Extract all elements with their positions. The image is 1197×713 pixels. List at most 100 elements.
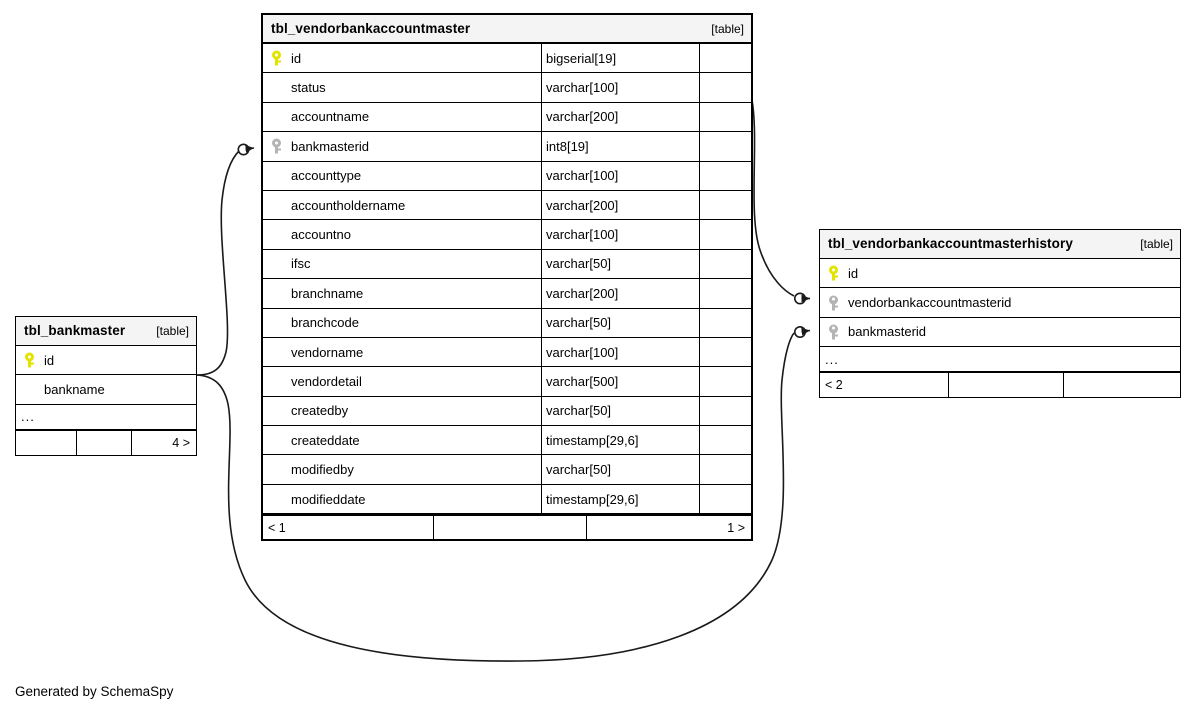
column-name: accounttype <box>291 168 362 184</box>
table-tbl_vendorbankaccountmaster[interactable]: tbl_vendorbankaccountmaster [table] id b… <box>261 13 753 542</box>
table-row[interactable]: createdby varchar[50] <box>263 396 751 427</box>
column-name-cell: bankname <box>16 375 196 403</box>
column-type: varchar[100] <box>541 73 699 102</box>
column-type: varchar[50] <box>541 249 699 279</box>
table-title: tbl_vendorbankaccountmaster <box>271 20 471 36</box>
column-name-cell: modifieddate <box>263 485 541 513</box>
column-name-cell: vendordetail <box>263 367 541 395</box>
column-name-cell: branchcode <box>263 309 541 337</box>
primary-key-icon <box>272 50 281 66</box>
column-name: vendordetail <box>291 373 362 389</box>
table-row[interactable]: accounttype varchar[100] <box>263 161 751 191</box>
column-name-cell: bankmasterid <box>263 132 541 160</box>
table-row[interactable]: branchcode varchar[50] <box>263 308 751 338</box>
column-name-cell: accounttype <box>263 162 541 190</box>
column-name: id <box>44 352 55 368</box>
column-spacer <box>699 132 749 161</box>
table-row[interactable]: createddate timestamp[29,6] <box>263 426 751 456</box>
column-name-cell: createddate <box>263 426 541 454</box>
column-spacer <box>699 367 749 396</box>
table-tbl_bankmaster[interactable]: tbl_bankmaster [table] id bankname ... 4… <box>15 316 197 456</box>
column-type: varchar[100] <box>541 220 699 249</box>
column-name-cell: branchname <box>263 279 541 307</box>
column-name: accountname <box>291 109 370 125</box>
column-name: id <box>291 50 302 66</box>
generated-by-label: Generated by SchemaSpy <box>15 684 174 699</box>
column-name: modifiedby <box>291 462 354 478</box>
foreign-key-icon <box>829 295 838 311</box>
footer-parent-count[interactable] <box>16 431 76 455</box>
table-header-bankmaster: tbl_bankmaster [table] <box>16 317 196 346</box>
column-name-cell: id <box>820 259 1180 287</box>
table-header-vendorbankaccountmaster: tbl_vendorbankaccountmaster [table] <box>263 15 751 44</box>
table-row[interactable]: bankname <box>16 375 196 405</box>
column-name: branchcode <box>291 315 359 331</box>
table-row[interactable]: id <box>16 346 196 376</box>
column-type: varchar[500] <box>541 367 699 396</box>
footer-child-count[interactable] <box>1063 373 1180 398</box>
table-row[interactable]: id <box>820 259 1180 289</box>
column-type: varchar[200] <box>541 102 699 132</box>
column-type: varchar[50] <box>541 308 699 337</box>
table-title: tbl_bankmaster <box>24 323 126 339</box>
column-name: modifieddate <box>291 491 366 507</box>
table-row[interactable]: accountholdername varchar[200] <box>263 190 751 221</box>
column-type: timestamp[29,6] <box>541 426 699 455</box>
table-row[interactable]: vendordetail varchar[500] <box>263 367 751 397</box>
table-footer-bankmaster: 4 > <box>16 429 196 455</box>
table-row[interactable]: status varchar[100] <box>263 73 751 103</box>
table-row[interactable]: vendorname varchar[100] <box>263 337 751 368</box>
column-name: ifsc <box>291 256 311 272</box>
column-name: vendorbankaccountmasterid <box>848 295 1012 311</box>
column-type: varchar[50] <box>541 455 699 484</box>
column-name: bankmasterid <box>848 324 927 340</box>
column-spacer <box>699 337 749 367</box>
table-row[interactable]: ifsc varchar[50] <box>263 249 751 280</box>
column-type: int8[19] <box>541 132 699 161</box>
table-type-tag: [table] <box>156 324 189 338</box>
table-header-history: tbl_vendorbankaccountmasterhistory [tabl… <box>820 230 1180 259</box>
column-spacer <box>699 161 749 190</box>
column-name: status <box>291 80 326 96</box>
table-footer-vendorbankaccountmaster: < 1 1 > <box>263 514 751 540</box>
table-row[interactable]: modifieddate timestamp[29,6] <box>263 484 751 515</box>
column-spacer <box>699 396 749 426</box>
column-spacer <box>699 279 749 308</box>
foreign-key-icon <box>272 138 281 154</box>
footer-parent-count[interactable]: < 2 <box>825 377 843 392</box>
column-name: createdby <box>291 403 349 419</box>
table-tbl_vendorbankaccountmasterhistory[interactable]: tbl_vendorbankaccountmasterhistory [tabl… <box>819 229 1181 399</box>
footer-middle <box>948 373 1063 398</box>
table-row[interactable]: bankmasterid <box>820 318 1180 348</box>
more-columns-indicator: ... <box>16 405 196 430</box>
primary-key-icon <box>829 265 838 281</box>
table-row[interactable]: id bigserial[19] <box>263 44 751 74</box>
column-type: varchar[200] <box>541 190 699 220</box>
footer-parent-count[interactable]: < 1 <box>268 520 286 535</box>
column-spacer <box>699 308 749 337</box>
column-spacer <box>699 484 749 514</box>
column-spacer <box>699 249 749 279</box>
column-name: createddate <box>291 432 360 448</box>
footer-child-count[interactable]: 4 > <box>131 430 196 455</box>
column-name: vendorname <box>291 344 364 360</box>
column-name-cell: accountholdername <box>263 191 541 219</box>
relationship-bankmaster-to-vendorbankaccountmaster <box>196 143 255 376</box>
column-name-cell: vendorbankaccountmasterid <box>820 288 1180 316</box>
table-row[interactable]: accountno varchar[100] <box>263 220 751 250</box>
column-spacer <box>699 73 749 102</box>
column-name-cell: vendorname <box>263 338 541 366</box>
column-name: id <box>848 265 859 281</box>
table-row[interactable]: modifiedby varchar[50] <box>263 455 751 485</box>
table-row[interactable]: branchname varchar[200] <box>263 279 751 309</box>
table-row[interactable]: accountname varchar[200] <box>263 102 751 133</box>
table-row[interactable]: bankmasterid int8[19] <box>263 132 751 162</box>
column-type: varchar[200] <box>541 279 699 308</box>
column-spacer <box>699 455 749 484</box>
column-type: bigserial[19] <box>541 44 699 73</box>
column-name-cell: accountname <box>263 103 541 131</box>
table-row[interactable]: vendorbankaccountmasterid <box>820 288 1180 318</box>
footer-middle <box>433 516 586 540</box>
footer-child-count[interactable]: 1 > <box>586 516 751 540</box>
